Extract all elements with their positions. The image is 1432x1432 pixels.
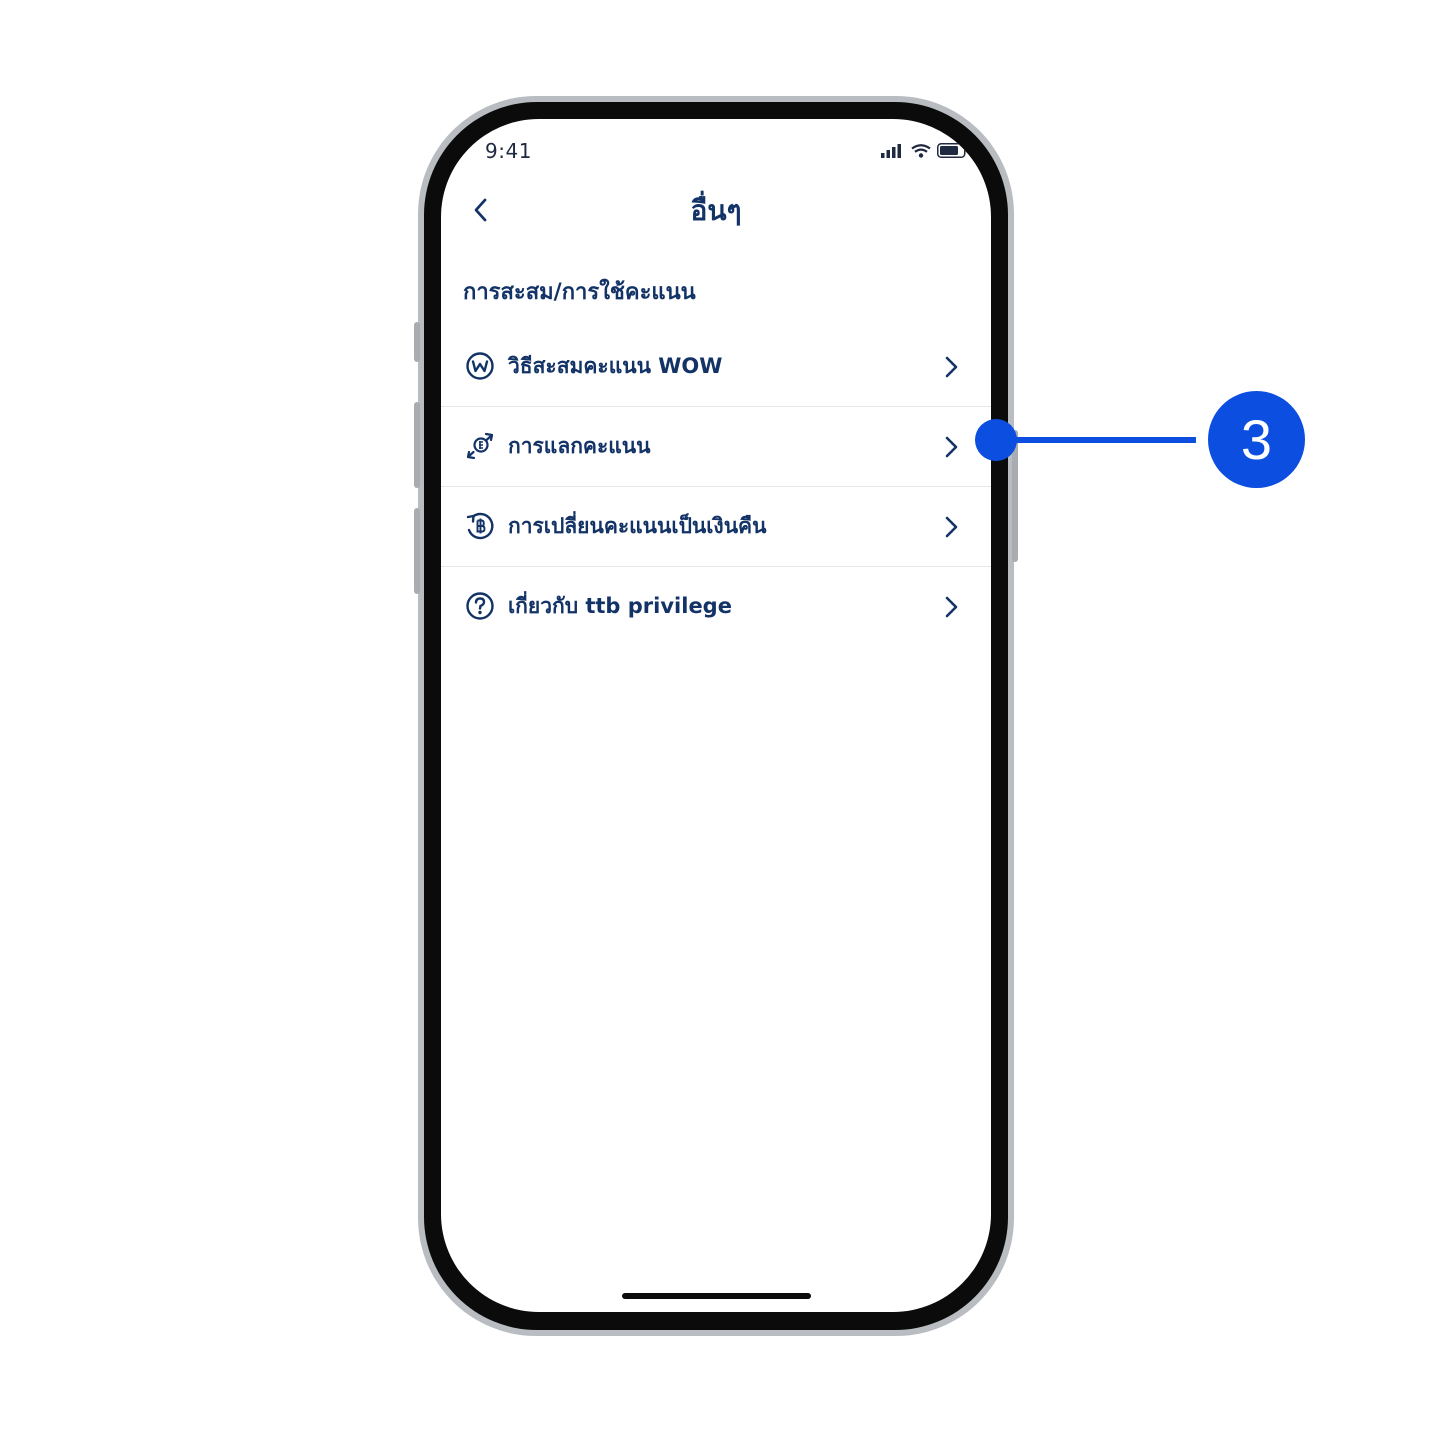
divider — [441, 486, 991, 487]
cashback-baht-icon — [466, 512, 494, 540]
menu-list: วิธีสะสมคะแนน WOW การแลกคะแนน — [441, 327, 991, 646]
page-title: อื่นๆ — [690, 194, 742, 227]
back-chevron-icon[interactable] — [469, 195, 493, 225]
chevron-right-icon — [945, 356, 958, 378]
chevron-right-icon — [945, 596, 958, 618]
menu-item-label: การเปลี่ยนคะแนนเป็นเงินคืน — [508, 514, 767, 538]
phone-screen: 9:41 อื่นๆ การสะสม/การใช้คะแนน — [441, 119, 991, 1312]
signal-icon — [881, 143, 901, 158]
power-button — [1012, 430, 1018, 562]
wifi-icon — [911, 143, 931, 158]
divider — [441, 566, 991, 567]
battery-icon — [937, 143, 969, 158]
menu-item-label: เกี่ยวกับ ttb privilege — [508, 594, 732, 618]
menu-item-redeem-points[interactable]: การแลกคะแนน — [441, 407, 991, 486]
help-question-icon — [466, 592, 494, 620]
wow-points-icon — [466, 352, 494, 380]
redeem-exchange-icon — [466, 432, 494, 460]
volume-up-button — [414, 402, 420, 488]
callout-number-badge: 3 — [1208, 391, 1305, 488]
status-time: 9:41 — [485, 139, 532, 163]
divider — [441, 406, 991, 407]
callout-connector-line — [1010, 437, 1196, 443]
chevron-right-icon — [945, 516, 958, 538]
menu-item-label: วิธีสะสมคะแนน WOW — [508, 354, 723, 378]
status-icons — [881, 143, 969, 158]
chevron-right-icon — [945, 436, 958, 458]
menu-item-points-to-cashback[interactable]: การเปลี่ยนคะแนนเป็นเงินคืน — [441, 487, 991, 566]
section-title: การสะสม/การใช้คะแนน — [463, 280, 696, 305]
volume-down-button — [414, 508, 420, 594]
menu-item-about-ttb-privilege[interactable]: เกี่ยวกับ ttb privilege — [441, 567, 991, 646]
menu-item-label: การแลกคะแนน — [508, 434, 651, 458]
mute-switch — [414, 322, 420, 362]
menu-item-wow-points[interactable]: วิธีสะสมคะแนน WOW — [441, 327, 991, 406]
home-indicator[interactable] — [622, 1293, 811, 1299]
